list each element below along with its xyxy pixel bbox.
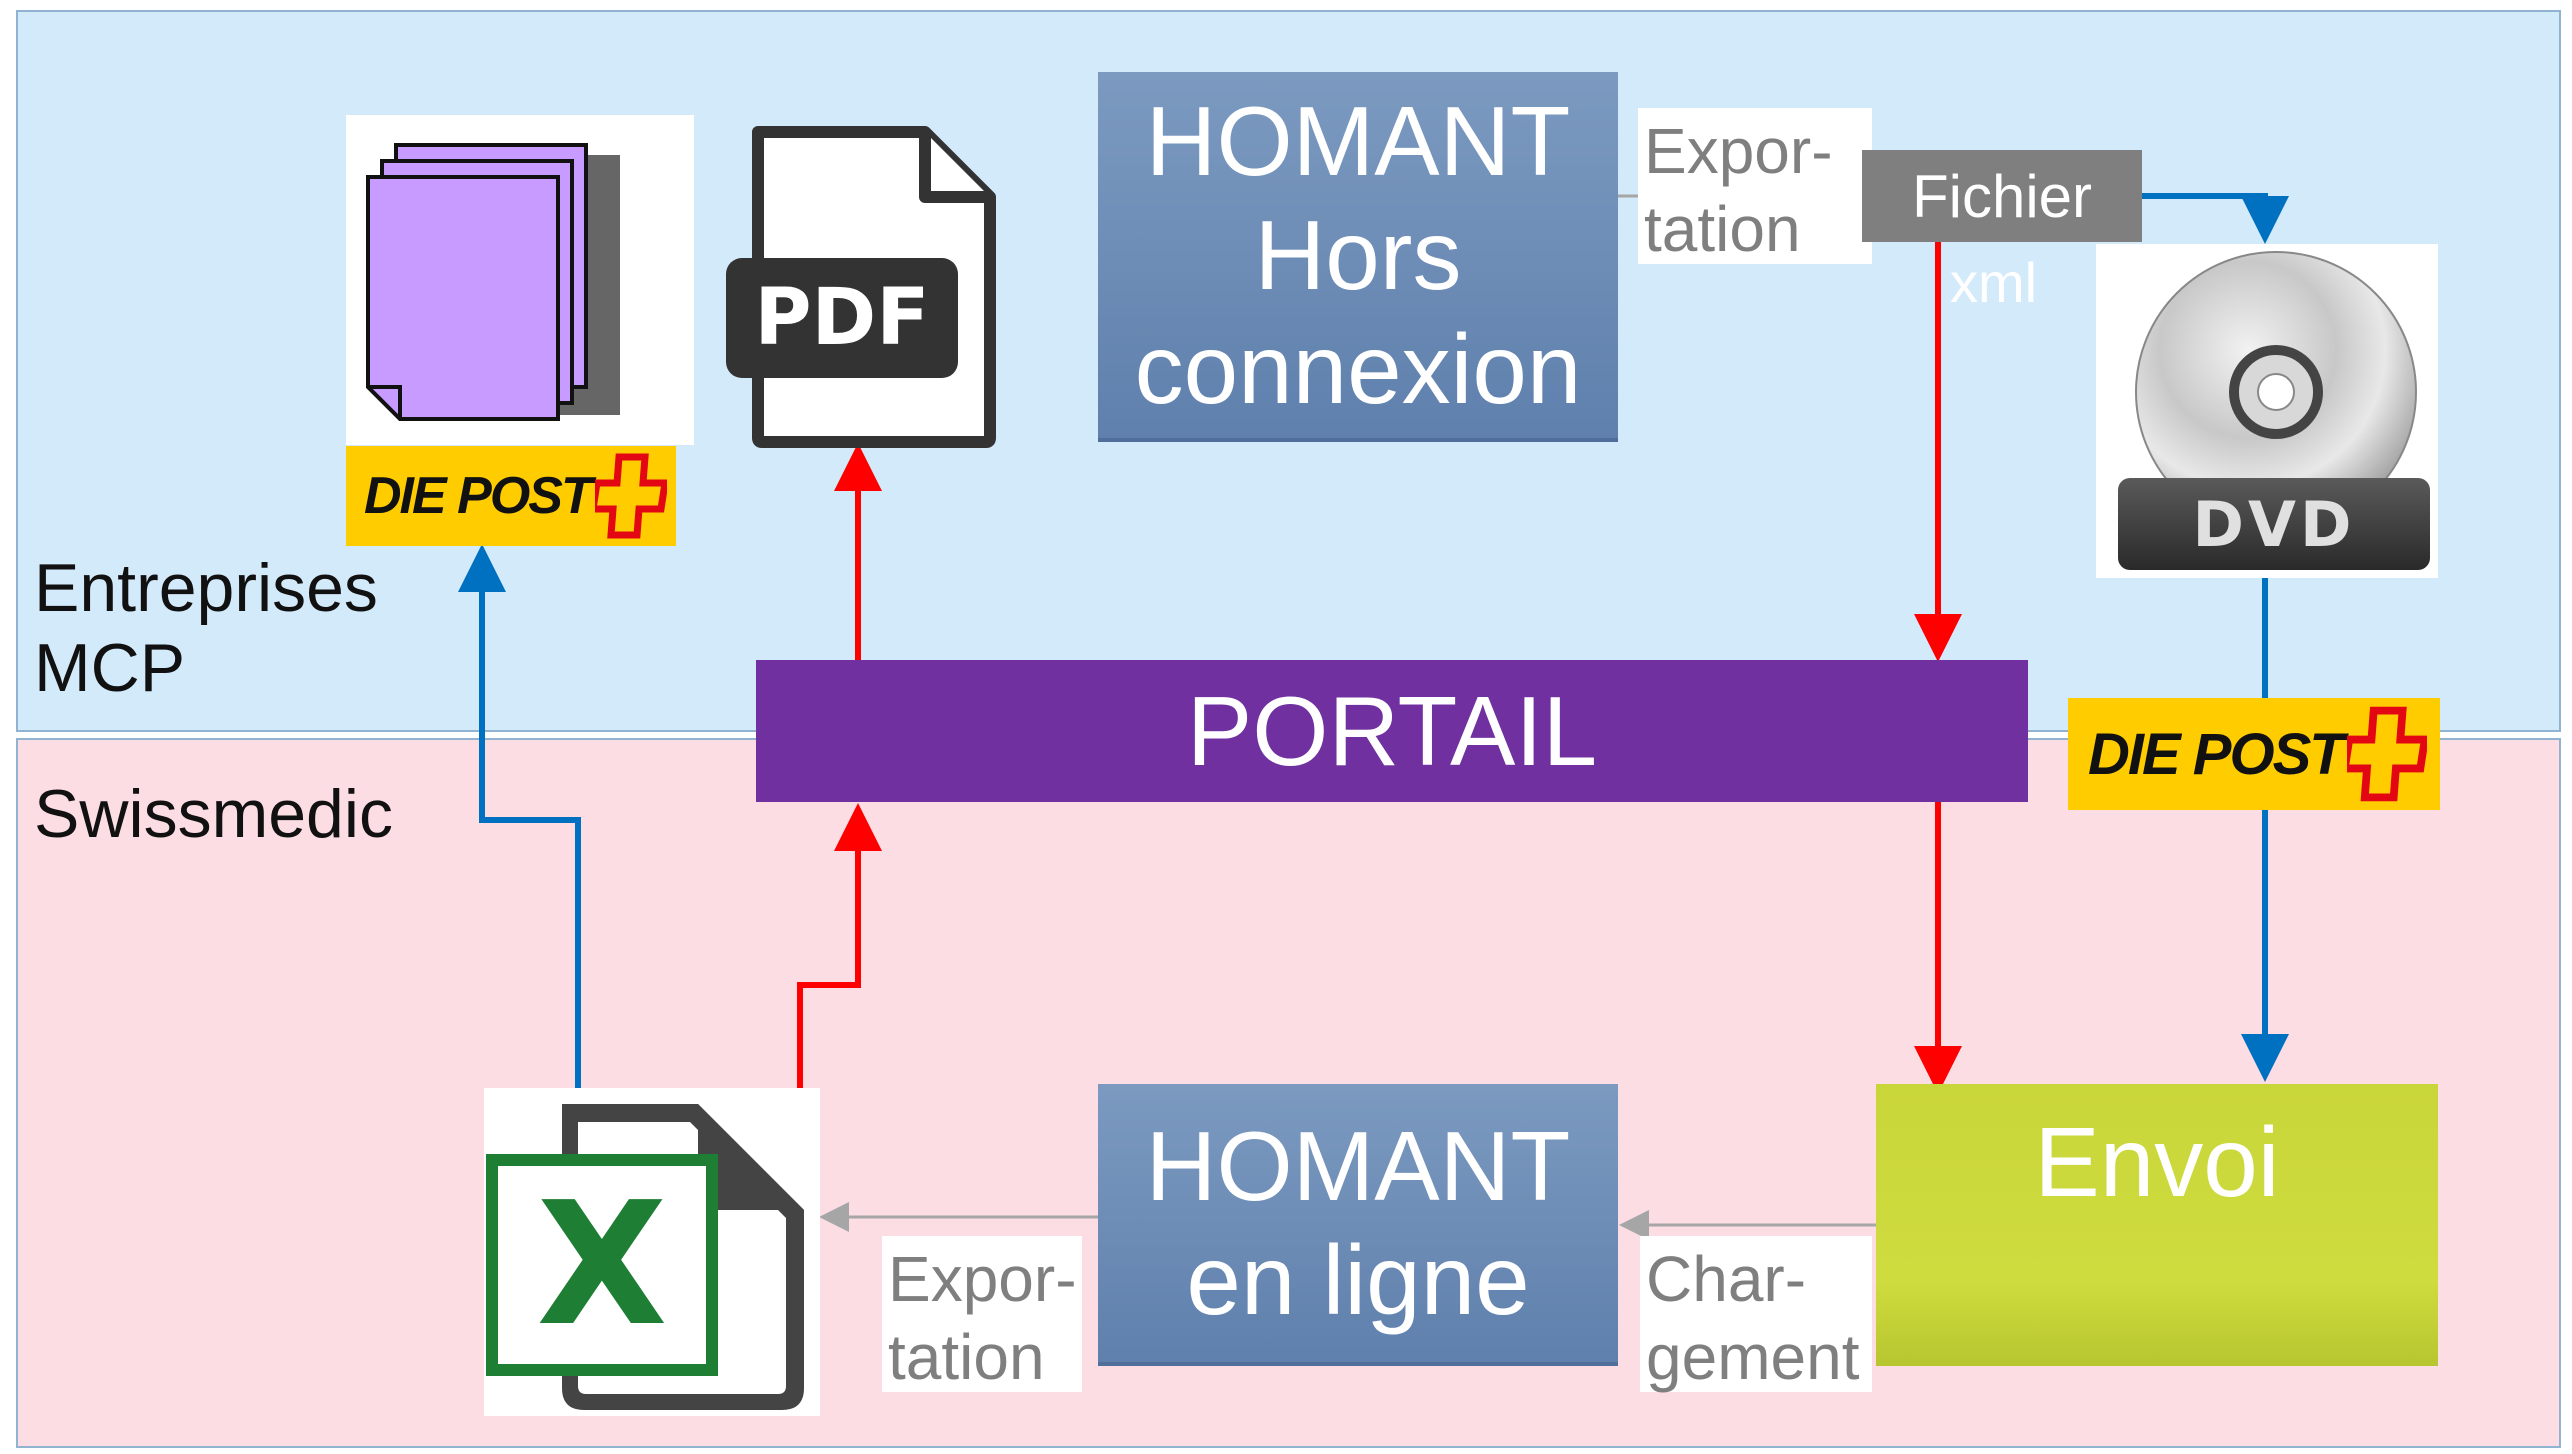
upload-label: Char- gement [1640, 1236, 1872, 1393]
die-post-logo-top: DIE POST [346, 446, 676, 546]
excel-card: X [484, 1088, 820, 1416]
xml-file-box: Fichier [1862, 150, 2142, 242]
export-label-top: Expor- tation [1638, 108, 1872, 265]
arrow-fichier-to-dvd [2142, 193, 2289, 244]
die-post-logo-right: DIE POST [2068, 698, 2440, 810]
homant-online-box: HOMANT en ligne [1098, 1084, 1618, 1366]
companies-zone-label: Entreprises MCP [34, 550, 378, 706]
swissmedic-zone-label: Swissmedic [34, 776, 393, 852]
xml-label: xml [1950, 251, 2038, 314]
paper-documents-icon [366, 143, 620, 421]
dvd-disc-icon [2118, 251, 2430, 570]
export-label-bottom: Expor- tation [882, 1236, 1082, 1393]
pdf-card: PDF [700, 122, 1020, 452]
homant-offline-box: HOMANT Hors connexion [1098, 72, 1618, 442]
excel-file-icon [486, 1104, 804, 1410]
swiss-cross-icon-right [2346, 706, 2427, 802]
arrow-excel-to-paper [458, 544, 581, 1088]
dvd-label: DVD [2192, 487, 2356, 561]
pdf-label: PDF [754, 273, 930, 363]
envoi-box: Envoi [1876, 1084, 2438, 1366]
arrow-excel-to-portal [797, 803, 882, 1160]
swiss-cross-icon [594, 453, 667, 539]
die-post-logo-text-right: DIE POST [2088, 721, 2345, 787]
die-post-logo-text: DIE POST [364, 467, 593, 525]
dvd-card: DVD [2096, 244, 2438, 578]
excel-letter: X [536, 1166, 668, 1364]
portal-bar: PORTAIL [756, 660, 2028, 802]
pdf-file-icon [726, 126, 996, 448]
paper-documents-card [346, 115, 694, 445]
